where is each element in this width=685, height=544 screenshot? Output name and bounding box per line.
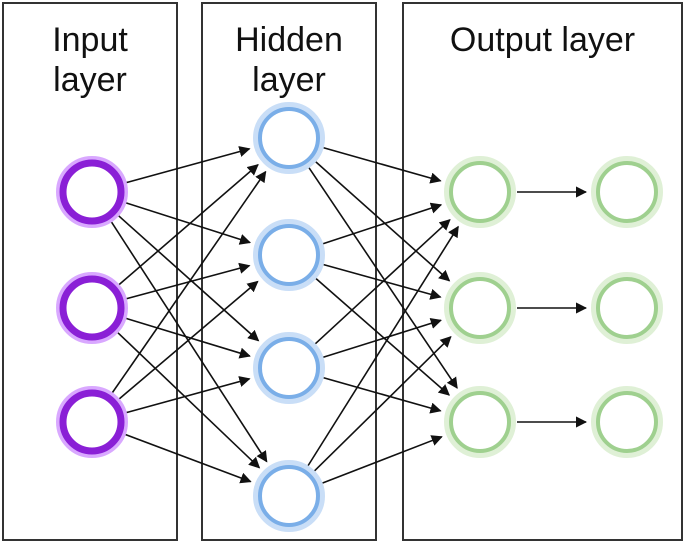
input-layer-title: Input layer [52, 21, 128, 99]
nodes-group [56, 102, 663, 532]
hidden-output-edge-3-1 [314, 219, 451, 345]
hidden-output-edge-3-3 [322, 376, 442, 414]
input-hidden-edge-1-1 [125, 146, 251, 184]
input-hidden-edge-1-3 [117, 214, 260, 342]
hidden-output-edge-1-3 [307, 166, 458, 389]
hidden-node-4 [253, 460, 325, 532]
hidden-node-2 [253, 219, 325, 291]
hidden-output-edge-1-1 [322, 146, 442, 184]
hidden-output-edge-1-2 [314, 160, 451, 282]
output-node-2 [444, 272, 516, 344]
input-hidden-edge-3-3 [125, 376, 251, 414]
input-hidden-edge-2-1 [117, 164, 259, 286]
input-node-3 [56, 386, 128, 458]
hidden-node-3 [253, 332, 325, 404]
hidden-output-edge-2-2 [322, 263, 442, 300]
output-layer-title: Output layer [449, 21, 636, 59]
output-final-node-1 [591, 156, 663, 228]
input-hidden-edge-3-1 [111, 170, 267, 394]
input-hidden-edge-3-4 [124, 433, 252, 484]
input-hidden-edge-2-3 [125, 317, 251, 359]
output-final-node-3 [591, 386, 663, 458]
hidden-node-1 [253, 102, 325, 174]
input-hidden-edge-1-4 [110, 220, 268, 463]
input-hidden-edge-2-4 [116, 331, 261, 469]
connections-group [110, 146, 588, 485]
input-hidden-edge-1-2 [125, 201, 252, 245]
hidden-output-edge-2-3 [314, 277, 450, 396]
output-final-node-2 [591, 272, 663, 344]
output-node-1 [444, 156, 516, 228]
input-node-1 [56, 156, 128, 228]
hidden-layer-box [201, 2, 377, 541]
hidden-layer-title: Hidden layer [235, 21, 343, 99]
output-node-3 [444, 386, 516, 458]
output-layer-box [402, 2, 683, 541]
hidden-output-edge-4-2 [313, 335, 452, 473]
hidden-output-edge-2-1 [321, 202, 443, 245]
input-hidden-edge-3-2 [118, 280, 259, 400]
hidden-output-edge-3-2 [322, 317, 442, 359]
input-node-2 [56, 272, 128, 344]
input-hidden-edge-2-2 [125, 262, 251, 300]
hidden-output-edge-4-3 [321, 435, 443, 485]
input-layer-box [2, 2, 178, 541]
hidden-output-edge-4-1 [306, 225, 459, 467]
